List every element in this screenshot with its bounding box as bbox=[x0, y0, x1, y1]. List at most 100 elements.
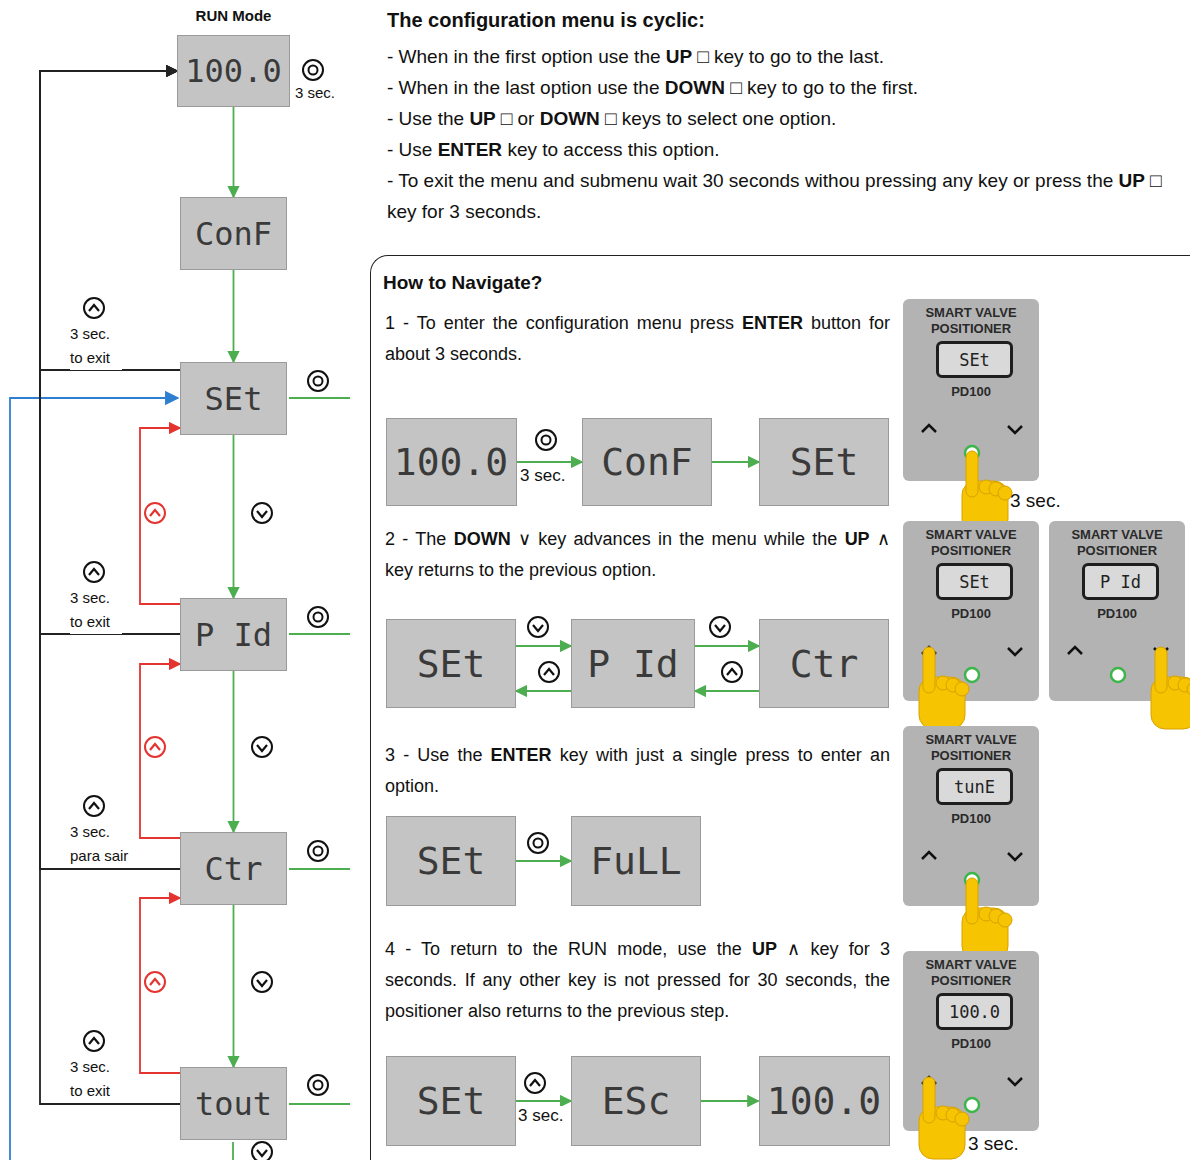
instruction-text: key to go to the first. bbox=[747, 77, 918, 98]
lcd-display-box: ESc bbox=[571, 1056, 701, 1146]
heading: The configuration menu is cyclic: bbox=[387, 9, 705, 32]
display-text: 100.0 bbox=[185, 52, 281, 90]
cycle-line bbox=[10, 398, 178, 1160]
instruction-text: 4 - To return to the RUN mode, use the bbox=[385, 939, 742, 959]
lcd-display-box: ConF bbox=[180, 197, 287, 270]
flow-arrow bbox=[140, 428, 180, 604]
display-text: 100.0 bbox=[767, 1079, 881, 1123]
instruction-text: key to access this option. bbox=[507, 139, 719, 160]
lcd-display-box: Ctr bbox=[759, 619, 889, 708]
display-text: tunE bbox=[954, 777, 995, 797]
pressing-hand bbox=[919, 1077, 969, 1159]
lcd-display-box: 100.0 bbox=[386, 418, 517, 506]
enter-key-icon bbox=[303, 60, 323, 80]
flow-arrow bbox=[695, 690, 759, 692]
flow-arrow bbox=[516, 645, 571, 647]
enter-key-icon bbox=[308, 607, 328, 627]
instruction-text: keys to select one option. bbox=[622, 108, 836, 129]
instruction-text: ∨ key advances in the menu while the bbox=[518, 529, 837, 549]
duration-label: 3 sec. bbox=[968, 1133, 1019, 1155]
model-name: PD100 bbox=[903, 606, 1039, 621]
key-name: UP □ bbox=[469, 108, 512, 129]
enter-key-icon bbox=[536, 430, 556, 450]
flow-arrow bbox=[516, 1100, 571, 1102]
flow-arrow bbox=[40, 71, 180, 634]
display-text: SEt bbox=[205, 380, 263, 418]
flow-arrow bbox=[701, 1100, 759, 1102]
instruction-text: - When in the first option use the bbox=[387, 46, 661, 67]
up-key-icon bbox=[84, 796, 104, 816]
flow-arrow bbox=[233, 905, 235, 1067]
display-text: ConF bbox=[601, 440, 693, 484]
display-text: 100.0 bbox=[394, 440, 508, 484]
display-text: Ctr bbox=[205, 850, 263, 888]
display-text: tout bbox=[195, 1085, 272, 1123]
flow-arrow bbox=[140, 898, 180, 1073]
down-key-icon bbox=[252, 1142, 272, 1160]
model-name: PD100 bbox=[903, 1036, 1039, 1051]
device-display: P Id bbox=[1082, 563, 1159, 600]
positioner-device: tunESMART VALVE POSITIONERPD100 bbox=[903, 726, 1039, 906]
positioner-device: SEtSMART VALVE POSITIONERPD100 bbox=[903, 299, 1039, 481]
key-name: DOWN □ bbox=[540, 108, 617, 129]
display-text: SEt bbox=[417, 642, 486, 686]
display-text: ESc bbox=[602, 1079, 671, 1123]
enter-key-icon bbox=[308, 841, 328, 861]
key-name: UP □ bbox=[666, 46, 709, 67]
lcd-display-box: tout bbox=[180, 1067, 287, 1140]
up-key-icon bbox=[84, 298, 104, 318]
positioner-device: SEtSMART VALVE POSITIONERPD100 bbox=[903, 521, 1039, 701]
display-text: SEt bbox=[790, 440, 859, 484]
paragraph: - Use ENTER key to access this option. bbox=[387, 134, 1187, 165]
flow-arrow bbox=[233, 270, 235, 362]
instruction-text: - Use the bbox=[387, 108, 464, 129]
up-key-icon bbox=[722, 662, 742, 682]
device-title: SMART VALVE POSITIONER bbox=[1055, 527, 1179, 559]
display-text: Ctr bbox=[790, 642, 859, 686]
instruction-text: 1 - To enter the configuration menu pres… bbox=[385, 313, 734, 333]
device-title: SMART VALVE POSITIONER bbox=[909, 305, 1033, 337]
up-key-icon bbox=[84, 1031, 104, 1051]
key-name: DOWN bbox=[454, 529, 511, 549]
lcd-display-box: P Id bbox=[571, 619, 695, 708]
instruction-text: or bbox=[517, 108, 534, 129]
edge-label: 3 sec. to exit bbox=[70, 586, 122, 634]
positioner-device: 100.0SMART VALVE POSITIONERPD100 bbox=[903, 951, 1039, 1131]
lcd-display-box: RUN Mode100.0 bbox=[177, 35, 290, 107]
down-key-icon bbox=[252, 737, 272, 757]
flow-arrow bbox=[695, 645, 759, 647]
enter-key-icon bbox=[308, 1075, 328, 1095]
flow-line bbox=[232, 1142, 234, 1160]
key-name: UP bbox=[845, 529, 870, 549]
lcd-display-box: FuLL bbox=[571, 816, 701, 906]
paragraph: - Use the UP □ or DOWN □ keys to select … bbox=[387, 103, 1187, 134]
flow-arrow bbox=[233, 671, 235, 832]
key-name: ENTER bbox=[491, 745, 552, 765]
down-key-icon bbox=[252, 503, 272, 523]
instruction-text: 2 - The bbox=[385, 529, 446, 549]
model-name: PD100 bbox=[903, 384, 1039, 399]
lcd-display-box: P Id bbox=[180, 598, 287, 671]
paragraph: - To exit the menu and submenu wait 30 s… bbox=[387, 165, 1182, 227]
flow-arrow bbox=[140, 664, 180, 838]
flow-arrow bbox=[40, 71, 180, 370]
flow-arrow bbox=[40, 71, 180, 869]
paragraph: - When in the first option use the UP □ … bbox=[387, 41, 1187, 72]
flow-arrow bbox=[40, 71, 180, 1104]
edge-label: 3 sec. bbox=[518, 1106, 563, 1126]
model-name: PD100 bbox=[903, 811, 1039, 826]
mode-heading: RUN Mode bbox=[148, 7, 319, 24]
display-text: P Id bbox=[1100, 572, 1141, 592]
instruction-text: - Use bbox=[387, 139, 432, 160]
pressing-hand bbox=[962, 878, 1012, 960]
duration-label: 3 sec. bbox=[1010, 490, 1061, 512]
down-key-icon bbox=[252, 972, 272, 992]
display-text: SEt bbox=[417, 1079, 486, 1123]
instruction-text: - When in the last option use the bbox=[387, 77, 660, 98]
device-title: SMART VALVE POSITIONER bbox=[909, 957, 1033, 989]
up-key-icon bbox=[145, 972, 165, 992]
enter-key-icon bbox=[308, 371, 328, 391]
flow-arrow bbox=[516, 860, 571, 862]
flow-arrow bbox=[516, 690, 571, 692]
up-key-icon bbox=[525, 1073, 545, 1093]
